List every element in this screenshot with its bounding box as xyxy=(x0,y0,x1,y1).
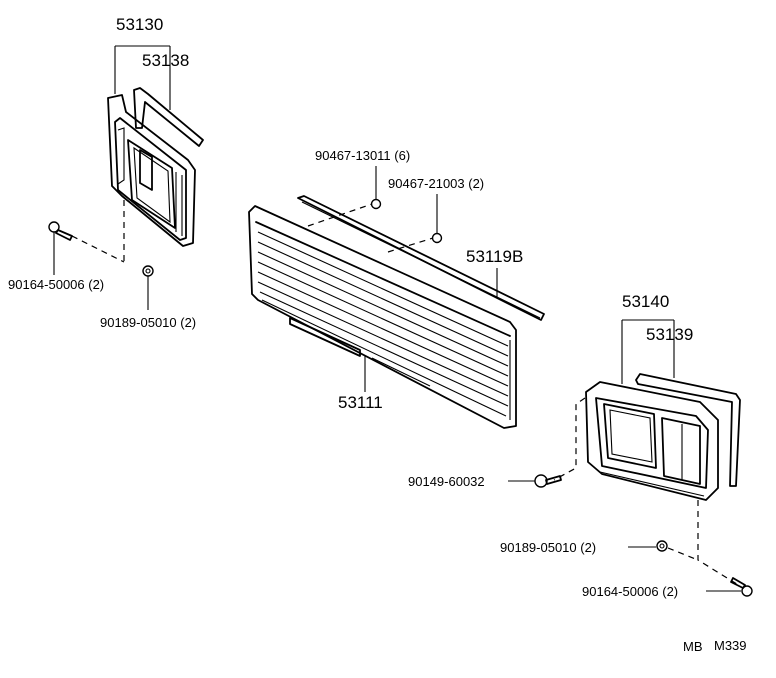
bracket-53140 xyxy=(621,319,675,384)
clip-90467-21003 xyxy=(431,232,443,244)
left-moulding-53138 xyxy=(133,87,204,147)
right-headlamp-door xyxy=(585,381,719,501)
label-90189-right: 90189-05010 (2) xyxy=(500,540,596,555)
label-53130: 53130 xyxy=(116,15,163,34)
left-dash-screw xyxy=(71,235,125,263)
footer-code-mb: MB xyxy=(683,639,703,654)
label-53138: 53138 xyxy=(142,51,189,70)
label-90164-right: 90164-50006 (2) xyxy=(582,584,678,599)
left-headlamp-door xyxy=(107,94,196,247)
right-screw-90164 xyxy=(730,577,753,597)
radiator-grille xyxy=(248,205,517,429)
left-nut-90189 xyxy=(142,265,154,277)
label-90467-13011: 90467-13011 (6) xyxy=(315,148,410,163)
label-90467-21003: 90467-21003 (2) xyxy=(388,176,484,191)
label-90149: 90149-60032 xyxy=(408,474,485,489)
right-nut-90189 xyxy=(656,540,668,552)
bracket-53130 xyxy=(114,45,171,110)
label-53140: 53140 xyxy=(622,292,669,311)
label-53111: 53111 xyxy=(338,393,383,412)
right-moulding-53139 xyxy=(635,373,741,487)
clip-90467-13011 xyxy=(370,198,382,210)
label-53119b: 53119B xyxy=(466,247,523,266)
label-90164-left: 90164-50006 (2) xyxy=(8,277,104,292)
footer-code-m339: M339 xyxy=(714,638,747,653)
label-90189-left: 90189-05010 (2) xyxy=(100,315,196,330)
label-53139: 53139 xyxy=(646,325,693,344)
left-screw-90164 xyxy=(48,221,73,241)
right-screw-90149 xyxy=(534,474,562,488)
